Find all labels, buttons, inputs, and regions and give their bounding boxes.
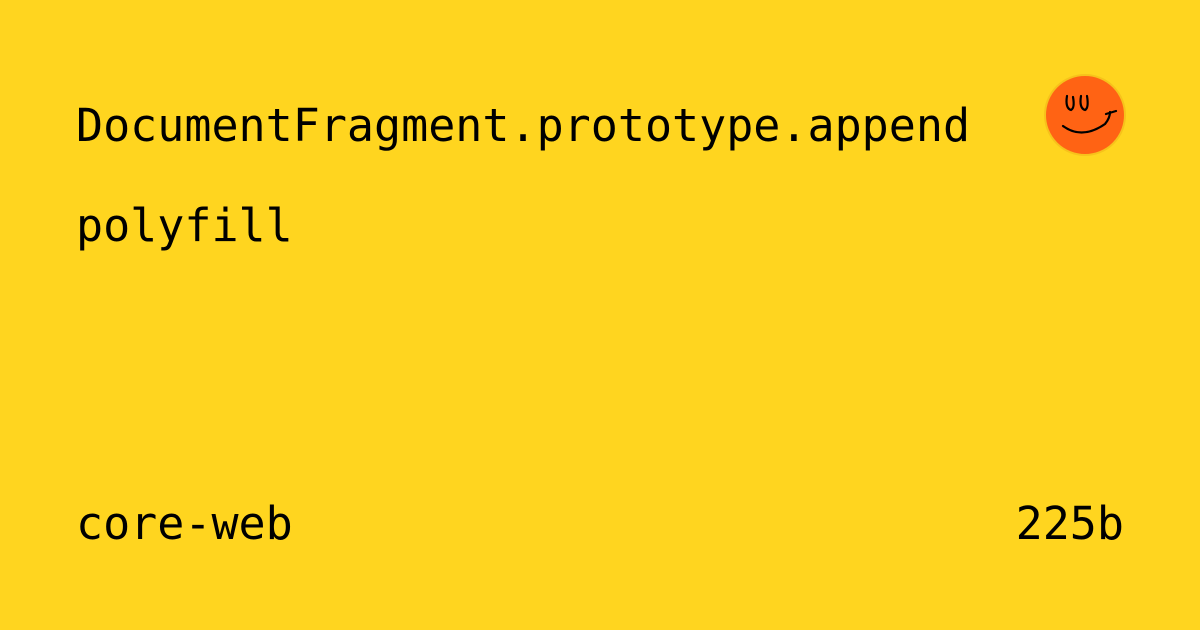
right-eye-stroke xyxy=(1079,94,1089,112)
smile-stroke xyxy=(1061,109,1118,134)
title-line-primary: DocumentFragment.prototype.append xyxy=(76,99,971,152)
package-size: 225b xyxy=(1015,497,1124,550)
package-name: core-web xyxy=(76,497,293,550)
left-eye-stroke xyxy=(1065,94,1075,112)
smiley-face-icon xyxy=(1044,74,1126,156)
title-line-secondary: polyfill xyxy=(76,199,293,252)
logo-circle xyxy=(1044,74,1126,156)
package-title: DocumentFragment.prototype.append polyfi… xyxy=(76,76,1016,276)
